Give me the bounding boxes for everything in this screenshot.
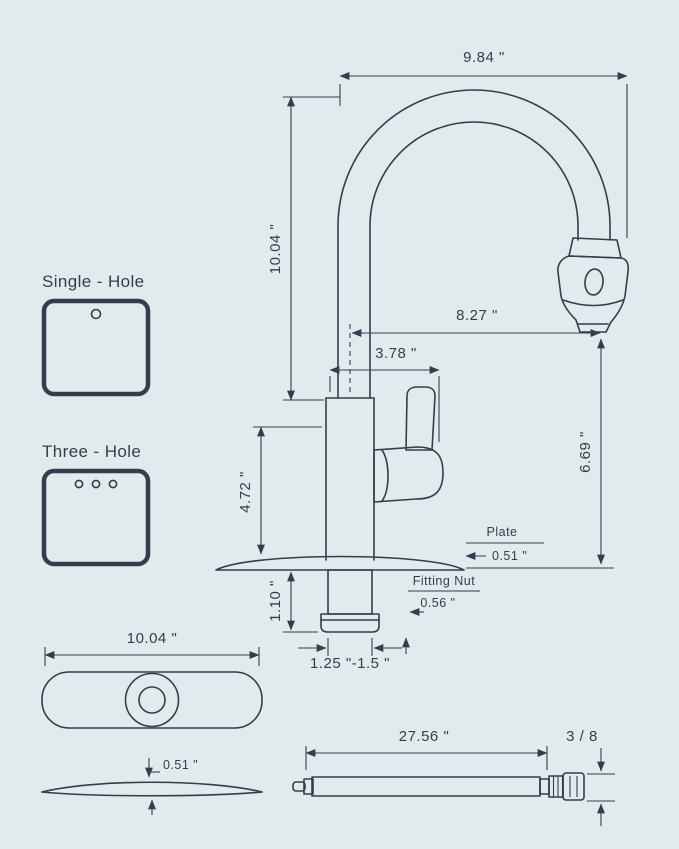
- hose-end-nut: [562, 772, 585, 801]
- deck-plate-side-view: [41, 781, 263, 793]
- spray-head: [557, 237, 630, 333]
- deck-plate-top-view: [41, 671, 263, 729]
- deck-plate-side-view-bottom: [41, 791, 263, 797]
- hose-length-label: 27.56 ": [399, 728, 450, 745]
- dim-spout-height-label: 6.69 ": [577, 431, 594, 473]
- single-hole-option: Single - Hole: [41, 272, 151, 397]
- deck-plate-views: 10.04 " 0.51 ": [41, 630, 263, 815]
- hole-size-label: 1.25 "-1.5 ": [310, 655, 390, 672]
- dim-spout-reach-label: 8.27 ": [456, 307, 498, 324]
- spout-outer-line: [337, 89, 611, 399]
- dim-body-height-label: 4.72 ": [237, 471, 254, 513]
- single-hole-title: Single - Hole: [42, 272, 145, 291]
- dim-overall-height-label: 10.04 ": [267, 224, 284, 275]
- spout-inner-line: [369, 121, 579, 399]
- dim-handle-span-label: 3.78 ": [375, 345, 417, 362]
- dimensions: 9.84 " 10.04 " 8.27 " 3.78 " 6.69 " 4.72…: [237, 49, 628, 672]
- hose-fitting-size-label: 3 / 8: [566, 728, 598, 745]
- three-hole-dot-2: [91, 479, 101, 489]
- single-hole-dot: [90, 308, 102, 320]
- dim-shank-height-label: 1.10 ": [267, 580, 284, 622]
- three-hole-option: Three - Hole: [41, 442, 151, 567]
- three-hole-icon: [41, 468, 151, 567]
- three-hole-title: Three - Hole: [42, 442, 141, 461]
- deck-plate-side: [215, 555, 465, 571]
- three-hole-dot-1: [74, 479, 84, 489]
- supply-hose: 27.56 " 3 / 8: [292, 728, 615, 826]
- plate-thickness-label: 0.51 ": [492, 549, 527, 563]
- deck-plate-thickness-label: 0.51 ": [163, 758, 198, 772]
- threaded-shank: [327, 569, 373, 615]
- three-hole-dot-3: [108, 479, 118, 489]
- deck-plate-hole-outer: [124, 672, 180, 728]
- deck-plate-hole-inner: [138, 686, 166, 714]
- fitting-nut-label: Fitting Nut: [413, 574, 475, 588]
- dim-spout-width-label: 9.84 ": [463, 49, 505, 66]
- fitting-nut-size-label: 0.56 ": [420, 596, 455, 610]
- hose-right-ridges: [548, 775, 564, 798]
- faucet-drawing: [215, 89, 630, 633]
- fitting-nut: [320, 613, 380, 633]
- handle: [373, 386, 444, 503]
- hose-right-collar: [539, 778, 550, 795]
- hose-left-collar: [303, 778, 314, 795]
- hose-braided-body: [311, 776, 541, 797]
- single-hole-icon: [41, 298, 151, 397]
- plate-label: Plate: [487, 525, 518, 539]
- spray-button: [584, 268, 604, 296]
- deck-plate-width-label: 10.04 ": [127, 630, 178, 647]
- hose-left-nipple: [292, 781, 306, 792]
